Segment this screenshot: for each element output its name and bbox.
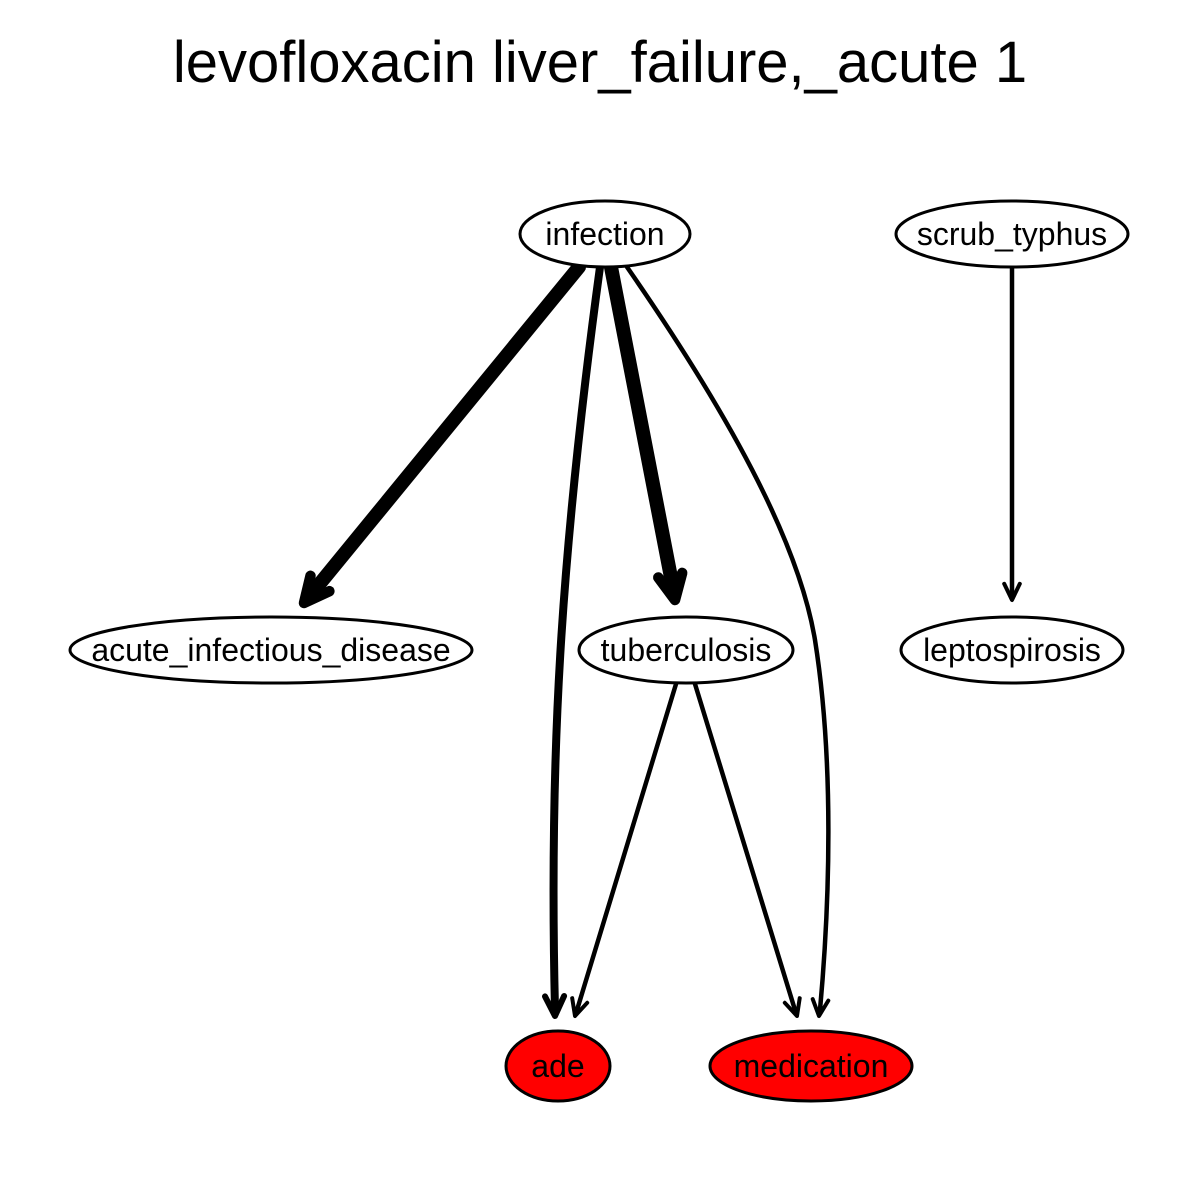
edge-arrowhead	[570, 996, 590, 1018]
edge-line	[604, 260, 681, 600]
edge-line	[692, 681, 798, 1013]
node-acute-infectious-disease: acute_infectious_disease	[68, 615, 474, 685]
node-ellipse	[708, 1029, 914, 1103]
edge-line	[549, 263, 604, 1014]
node-ellipse	[518, 199, 692, 269]
node-infection: infection	[518, 199, 692, 269]
node-label: ade	[531, 1048, 584, 1084]
edge-arrowhead	[1002, 581, 1022, 602]
edge-infection-to-medication	[624, 264, 831, 1018]
node-ade: ade	[504, 1029, 612, 1103]
edge-line	[301, 260, 586, 605]
edge-scrub_typhus-to-leptospirosis	[1002, 264, 1022, 602]
graph-title: levofloxacin liver_failure,_acute 1	[173, 30, 1027, 95]
edges-layer	[298, 260, 1022, 1019]
node-label: scrub_typhus	[917, 216, 1107, 252]
node-label: tuberculosis	[601, 632, 772, 668]
edge-infection-to-acute_infectious_disease	[298, 260, 586, 609]
edge-tuberculosis-to-ade	[570, 681, 679, 1018]
node-ellipse	[894, 199, 1130, 269]
edge-arrowhead	[782, 996, 802, 1018]
edge-arrowhead	[298, 570, 335, 609]
edge-tuberculosis-to-medication	[692, 681, 802, 1018]
node-label: medication	[734, 1048, 889, 1084]
node-label: acute_infectious_disease	[91, 632, 450, 668]
edge-arrowhead	[542, 993, 568, 1019]
node-label: infection	[545, 216, 664, 252]
nodes-layer: infection scrub_typhus acute_infectious_di…	[68, 199, 1130, 1103]
edge-arrowhead	[810, 997, 831, 1018]
edge-line	[624, 264, 831, 1013]
node-label: leptospirosis	[923, 632, 1101, 668]
edge-infection-to-ade	[542, 263, 604, 1019]
node-scrub-typhus: scrub_typhus	[894, 199, 1130, 269]
edge-arrowhead	[653, 567, 688, 606]
node-ellipse	[577, 615, 795, 685]
edge-infection-to-tuberculosis	[604, 260, 688, 606]
edge-line	[574, 681, 679, 1013]
node-ellipse	[68, 615, 474, 685]
node-ellipse	[504, 1029, 612, 1103]
node-medication: medication	[708, 1029, 914, 1103]
node-leptospirosis: leptospirosis	[899, 615, 1125, 685]
node-ellipse	[899, 615, 1125, 685]
node-tuberculosis: tuberculosis	[577, 615, 795, 685]
